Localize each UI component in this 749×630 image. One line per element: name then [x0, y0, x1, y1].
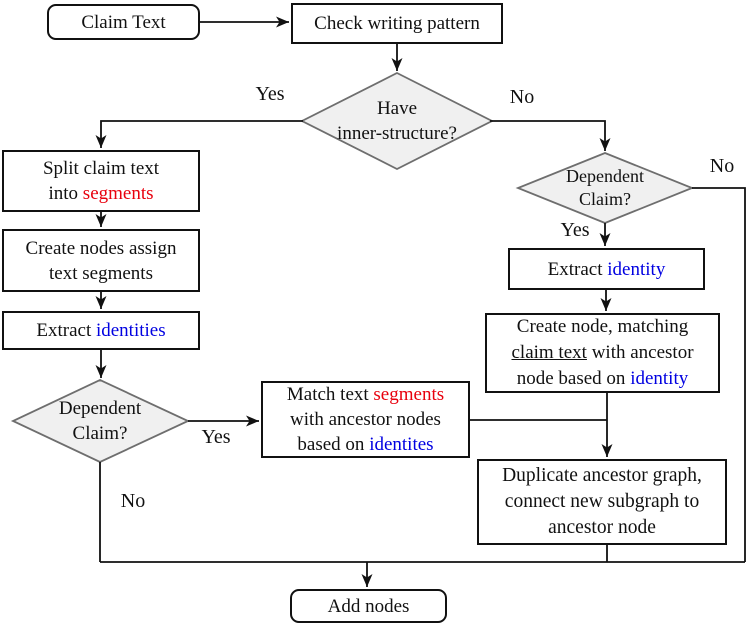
duplicate-line3: ancestor node [548, 517, 656, 538]
node-create-nodes-assign: Create nodes assign text segments [2, 229, 200, 292]
have-line2: inner-structure? [337, 123, 457, 144]
node-check-writing-pattern: Check writing pattern [291, 3, 503, 44]
node-claim-text-label: Claim Text [81, 11, 166, 33]
dependent-right-line1: Dependent [566, 166, 644, 186]
create-node-line2-rest: with ancestor [586, 342, 694, 363]
node-create-node-matching: Create node, matching claim text with an… [485, 313, 720, 393]
edge-label-yes-top: Yes [255, 83, 285, 105]
create-node-line3-prefix: node based on [516, 368, 631, 389]
edge-decision-yes-to-split [95, 120, 303, 148]
identity-highlight: identity [607, 258, 666, 280]
edge-label-no-right: No [709, 155, 735, 177]
edge-label-yes-left: Yes [201, 426, 231, 448]
identities-highlight: identities [95, 320, 166, 341]
node-extract-identities: Extract identities [2, 311, 200, 350]
split-segments-highlight: segments [82, 183, 154, 204]
have-line1: Have [376, 98, 418, 119]
decision-have-inner-structure-shape [300, 71, 494, 171]
create-nodes-line2: text segments [49, 262, 153, 284]
node-split-claim: Split claim text into segments [2, 150, 200, 212]
edge-decision-no-to-dependent-right [490, 120, 611, 151]
match-identites-highlight: identites [369, 434, 434, 455]
match-segments-highlight: segments [373, 384, 445, 405]
dependent-left-line2: Claim? [72, 423, 128, 444]
decision-have-inner-structure-label: Have inner-structure? [307, 95, 487, 147]
node-add-nodes: Add nodes [290, 589, 447, 623]
edge-label-no-left: No [120, 490, 146, 512]
match-line3-prefix: based on [297, 434, 370, 455]
create-node-line1: Create node, matching [516, 316, 689, 337]
add-nodes-label: Add nodes [327, 595, 410, 617]
dependent-left-line1: Dependent [58, 398, 142, 419]
match-line1-prefix: Match text [286, 384, 374, 405]
node-claim-text: Claim Text [47, 4, 200, 40]
match-line2: with ancestor nodes [290, 409, 441, 430]
decision-dependent-claim-right-label: Dependent Claim? [530, 164, 680, 212]
duplicate-line1: Duplicate ancestor graph, [502, 465, 702, 486]
edge-label-yes-right: Yes [560, 219, 590, 241]
duplicate-line2: connect new subgraph to [504, 491, 700, 512]
split-line2-prefix: into [48, 183, 83, 204]
decision-dependent-claim-left-label: Dependent Claim? [25, 395, 175, 447]
split-line1: Split claim text [42, 158, 160, 179]
create-node-identity-highlight: identity [630, 368, 689, 389]
claim-text-underlined: claim text [511, 342, 587, 363]
node-match-segments: Match text segments with ancestor nodes … [261, 381, 470, 458]
dependent-right-line2: Claim? [579, 189, 631, 209]
edge-label-no-top: No [509, 86, 535, 108]
edge-dependent-right-no [692, 187, 746, 562]
extract-identity-prefix: Extract [547, 258, 608, 280]
extract-identities-prefix: Extract [36, 320, 96, 341]
create-nodes-line1: Create nodes assign [25, 237, 177, 259]
node-extract-identity: Extract identity [508, 248, 705, 290]
node-duplicate-ancestor: Duplicate ancestor graph, connect new su… [477, 459, 727, 545]
node-check-writing-pattern-label: Check writing pattern [314, 13, 480, 34]
